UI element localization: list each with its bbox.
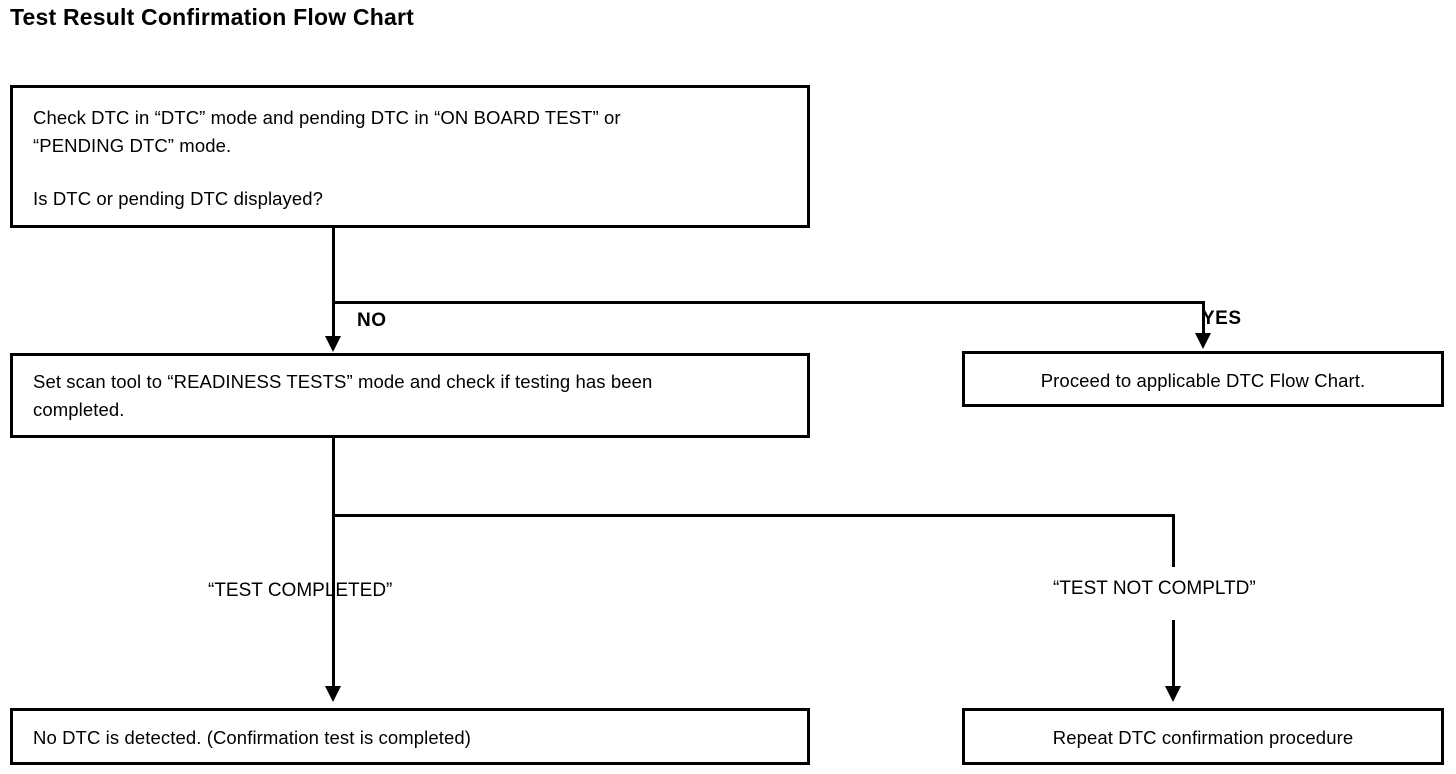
node-check-dtc-line3: Is DTC or pending DTC displayed? [33,188,324,209]
arrow-yes-to-dtc-flow-chart [1195,333,1211,349]
arrow-test-completed-to-no-dtc [325,686,341,702]
node-repeat-dtc-procedure-text: Repeat DTC confirmation procedure [1052,727,1354,748]
connector-yes-branch-horizontal [332,301,1205,304]
branch-label-test-completed: “TEST COMPLETED” [208,580,393,601]
connector-test-not-compltd-lower [1172,620,1175,690]
node-proceed-dtc-flow-chart: Proceed to applicable DTC Flow Chart. [962,351,1444,407]
branch-label-test-not-compltd: “TEST NOT COMPLTD” [1053,578,1256,599]
node-repeat-dtc-procedure: Repeat DTC confirmation procedure [962,708,1444,765]
connector-check-dtc-trunk [332,228,335,338]
branch-label-no: NO [357,310,387,331]
node-no-dtc-detected: No DTC is detected. (Confirmation test i… [10,708,810,765]
connector-test-not-compltd-upper [1172,514,1175,567]
node-no-dtc-detected-text: No DTC is detected. (Confirmation test i… [33,727,472,748]
page-title: Test Result Confirmation Flow Chart [10,4,414,30]
node-check-dtc-line1: Check DTC in “DTC” mode and pending DTC … [33,107,621,128]
node-check-dtc: Check DTC in “DTC” mode and pending DTC … [10,85,810,228]
node-readiness-tests-line1: Set scan tool to “READINESS TESTS” mode … [33,371,653,392]
node-readiness-tests-line2: completed. [33,399,125,420]
arrow-test-not-compltd-to-repeat [1165,686,1181,702]
connector-readiness-trunk [332,438,335,690]
node-readiness-tests: Set scan tool to “READINESS TESTS” mode … [10,353,810,438]
node-check-dtc-line2: “PENDING DTC” mode. [33,135,232,156]
branch-label-yes: YES [1202,308,1242,329]
arrow-no-to-readiness-tests [325,336,341,352]
node-proceed-dtc-flow-chart-text: Proceed to applicable DTC Flow Chart. [1040,370,1366,391]
connector-test-branch-horizontal [332,514,1175,517]
connector-yes-vertical [1202,301,1205,334]
